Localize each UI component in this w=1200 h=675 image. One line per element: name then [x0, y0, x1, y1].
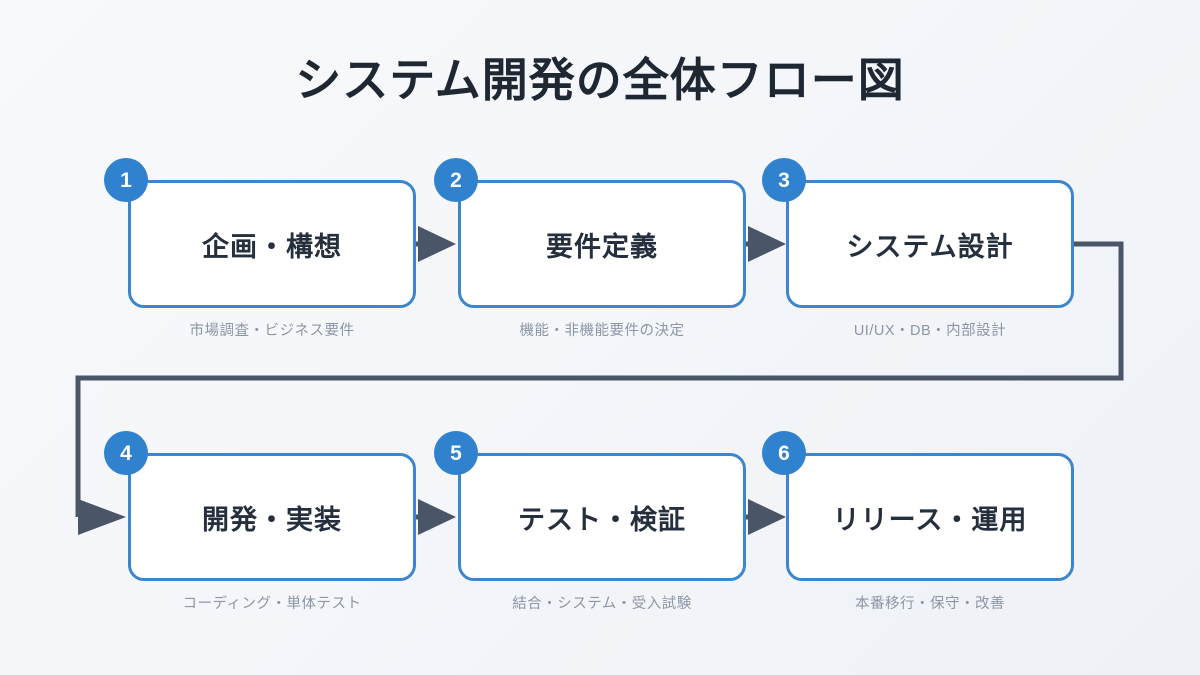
step-label: 要件定義	[546, 231, 658, 262]
step-caption: コーディング・単体テスト	[182, 596, 362, 612]
step-number-badge: 2	[434, 158, 478, 202]
step-number-badge: 1	[104, 158, 148, 202]
step-number-badge: 6	[762, 431, 806, 475]
step-label: 開発・実装	[202, 504, 342, 535]
step-number-badge: 3	[762, 158, 806, 202]
connector-3-to-4	[75, 241, 1124, 535]
step-card[interactable]: リリース・運用	[786, 453, 1074, 581]
connector-2-to-3	[746, 226, 786, 262]
step-label: テスト・検証	[518, 504, 686, 535]
step-number-badge: 5	[434, 431, 478, 475]
step-number-badge: 4	[104, 431, 148, 475]
step-caption: 本番移行・保守・改善	[855, 596, 1005, 612]
step-label: 企画・構想	[202, 231, 342, 262]
step-card[interactable]: テスト・検証	[458, 453, 746, 581]
step-label: リリース・運用	[832, 504, 1028, 535]
connector-1-to-2	[416, 226, 456, 262]
step-caption: UI/UX・DB・内部設計	[853, 323, 1007, 339]
step-card[interactable]: システム設計	[786, 180, 1074, 308]
step-label: システム設計	[846, 231, 1014, 262]
step-card[interactable]: 要件定義	[458, 180, 746, 308]
connector-4-to-5	[416, 499, 456, 535]
step-caption: 結合・システム・受入試験	[512, 596, 692, 612]
step-card[interactable]: 企画・構想	[128, 180, 416, 308]
connector-5-to-6	[746, 499, 786, 535]
page-title: システム開発の全体フロー図	[295, 54, 905, 106]
step-card[interactable]: 開発・実装	[128, 453, 416, 581]
step-caption: 市場調査・ビジネス要件	[189, 323, 355, 339]
step-caption: 機能・非機能要件の決定	[519, 323, 685, 339]
